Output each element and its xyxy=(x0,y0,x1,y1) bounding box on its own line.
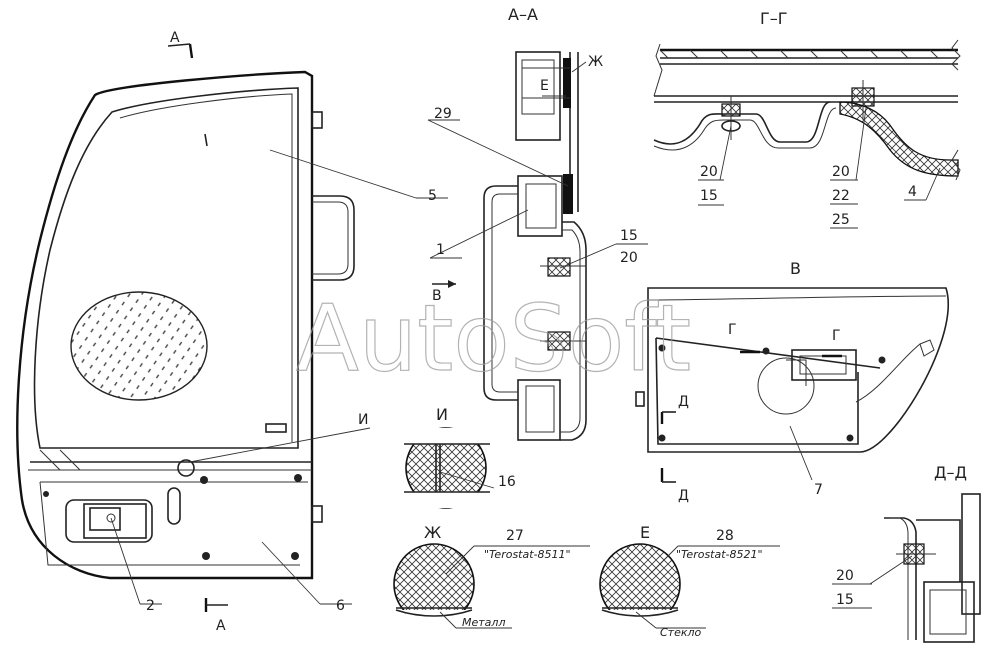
callout-i: И xyxy=(358,412,368,428)
cut-d-top: Д xyxy=(678,394,689,410)
detail-zh-title: Ж xyxy=(424,523,441,542)
part-7: 7 xyxy=(814,482,823,498)
part-20-g1: 20 xyxy=(700,164,718,180)
section-gg-title: Г–Г xyxy=(760,9,788,28)
part-20-g2: 20 xyxy=(832,164,850,180)
cut-a-top: А xyxy=(170,30,180,46)
part-27: 27 xyxy=(506,528,524,544)
cut-g-left: Г xyxy=(728,322,737,338)
part-20-d: 20 xyxy=(836,568,854,584)
detail-e xyxy=(599,543,780,629)
watermark: AutoSoft xyxy=(296,285,691,392)
detail-e-title: Е xyxy=(640,523,650,542)
labels: А–А Г–Г Д–Д В И Ж Е А А И Е Ж В Г Г Д Д … xyxy=(146,5,967,639)
door-main-view xyxy=(16,43,355,612)
material-glass: Стекло xyxy=(660,626,702,639)
part-29: 29 xyxy=(434,106,452,122)
section-dd xyxy=(832,493,981,643)
callout-zh: Ж xyxy=(588,54,603,70)
part-6: 6 xyxy=(336,598,345,614)
part-1: 1 xyxy=(436,242,445,258)
part-16: 16 xyxy=(498,474,516,490)
part-22-g2: 22 xyxy=(832,188,850,204)
cut-d-bottom: Д xyxy=(678,488,689,504)
part-2: 2 xyxy=(146,598,155,614)
cut-g-right: Г xyxy=(832,328,841,344)
part-5: 5 xyxy=(428,188,437,204)
detail-zh xyxy=(393,543,590,629)
material-metal: Металл xyxy=(462,616,505,629)
section-aa-title: А–А xyxy=(508,5,538,24)
material-terostat-8521: "Terostat-8521" xyxy=(676,548,763,561)
callout-e: Е xyxy=(540,78,549,94)
detail-i-title: И xyxy=(436,405,448,424)
arrow-b-label: В xyxy=(432,288,442,304)
view-b-title: В xyxy=(790,259,801,278)
part-15-aa: 15 xyxy=(620,228,638,244)
part-28: 28 xyxy=(716,528,734,544)
section-dd-title: Д–Д xyxy=(934,463,967,482)
material-terostat-8511: "Terostat-8511" xyxy=(484,548,571,561)
main-view-leaders xyxy=(110,149,448,605)
part-4: 4 xyxy=(908,184,917,200)
cut-a-bottom: А xyxy=(216,618,226,634)
view-b xyxy=(635,287,949,483)
part-15-g1: 15 xyxy=(700,188,718,204)
section-gg xyxy=(653,39,961,229)
part-20-aa: 20 xyxy=(620,250,638,266)
section-aa xyxy=(427,51,648,441)
part-25-g2: 25 xyxy=(832,212,850,228)
part-15-d: 15 xyxy=(836,592,854,608)
detail-i xyxy=(402,427,495,509)
